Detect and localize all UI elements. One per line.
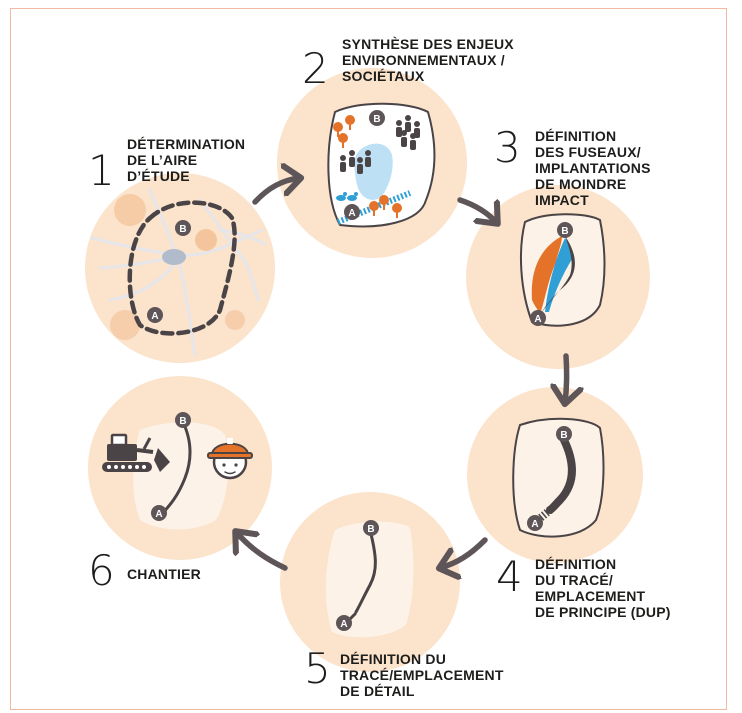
marker-a: A xyxy=(344,204,360,220)
step-2-number: 2 xyxy=(302,44,329,93)
marker-b: B xyxy=(369,110,385,126)
marker-b: B xyxy=(175,220,191,236)
bulldozer-icon xyxy=(102,433,170,472)
study-area-boundary xyxy=(127,200,237,336)
step-3-illustration: B A xyxy=(466,185,650,369)
svg-text:A: A xyxy=(340,619,347,630)
svg-text:A: A xyxy=(348,208,355,219)
step-6-label: CHANTIER xyxy=(127,566,201,582)
marker-a: A xyxy=(147,307,163,323)
marker-a: A xyxy=(527,515,543,531)
svg-text:A: A xyxy=(151,311,158,322)
marker-b: B xyxy=(557,222,573,238)
svg-text:B: B xyxy=(367,524,374,535)
tree-icon xyxy=(333,115,402,218)
step-6-number: 6 xyxy=(88,546,115,595)
svg-text:B: B xyxy=(561,226,568,237)
marker-a: A xyxy=(530,310,546,326)
step-2-illustration: B A xyxy=(277,68,467,258)
arrow-3-to-4 xyxy=(565,353,567,403)
route-final xyxy=(160,418,192,516)
people-icon xyxy=(340,115,420,174)
arrow-2-to-3 xyxy=(457,197,497,223)
diagram-frame xyxy=(10,8,727,710)
marker-b: B xyxy=(556,426,572,442)
step-3-number: 3 xyxy=(494,123,521,172)
step-5-illustration: B A xyxy=(280,492,460,672)
route-hatch xyxy=(535,506,553,524)
marker-b: B xyxy=(363,520,379,536)
corridor-orange xyxy=(531,236,562,314)
step-5-number: 5 xyxy=(304,644,331,693)
marker-a: A xyxy=(151,505,167,521)
svg-text:B: B xyxy=(179,416,186,427)
terrain-blob xyxy=(133,422,229,530)
cycle-arrows xyxy=(236,178,567,568)
step-4-number: 4 xyxy=(496,552,523,601)
corridor-blue xyxy=(545,238,574,312)
svg-text:B: B xyxy=(560,430,567,441)
svg-text:A: A xyxy=(155,509,162,520)
lake-shape xyxy=(162,249,186,265)
area-blob xyxy=(114,194,146,226)
step-6-illustration: B A xyxy=(88,376,272,560)
area-blob xyxy=(110,310,140,340)
arrow-4-to-5 xyxy=(440,537,488,568)
route-detail xyxy=(354,532,377,614)
marker-b: B xyxy=(175,412,191,428)
area-blob xyxy=(225,310,245,330)
svg-text:B: B xyxy=(373,114,380,125)
step-4-illustration: B A xyxy=(467,387,643,563)
arrow-5-to-6 xyxy=(236,532,288,571)
area-blob xyxy=(195,229,217,251)
worker-icon xyxy=(207,438,253,480)
water-body xyxy=(354,143,393,200)
svg-text:B: B xyxy=(179,224,186,235)
svg-text:A: A xyxy=(531,519,538,530)
step-1-number: 1 xyxy=(88,146,115,195)
arrow-1-to-2 xyxy=(252,178,300,205)
route-principle xyxy=(546,436,576,514)
terrain-blob xyxy=(325,521,414,638)
svg-text:A: A xyxy=(534,314,541,325)
marker-a: A xyxy=(336,615,352,631)
step-1-illustration: B A xyxy=(85,173,275,363)
terrain-blob xyxy=(512,417,605,538)
bird-icon xyxy=(336,192,358,201)
